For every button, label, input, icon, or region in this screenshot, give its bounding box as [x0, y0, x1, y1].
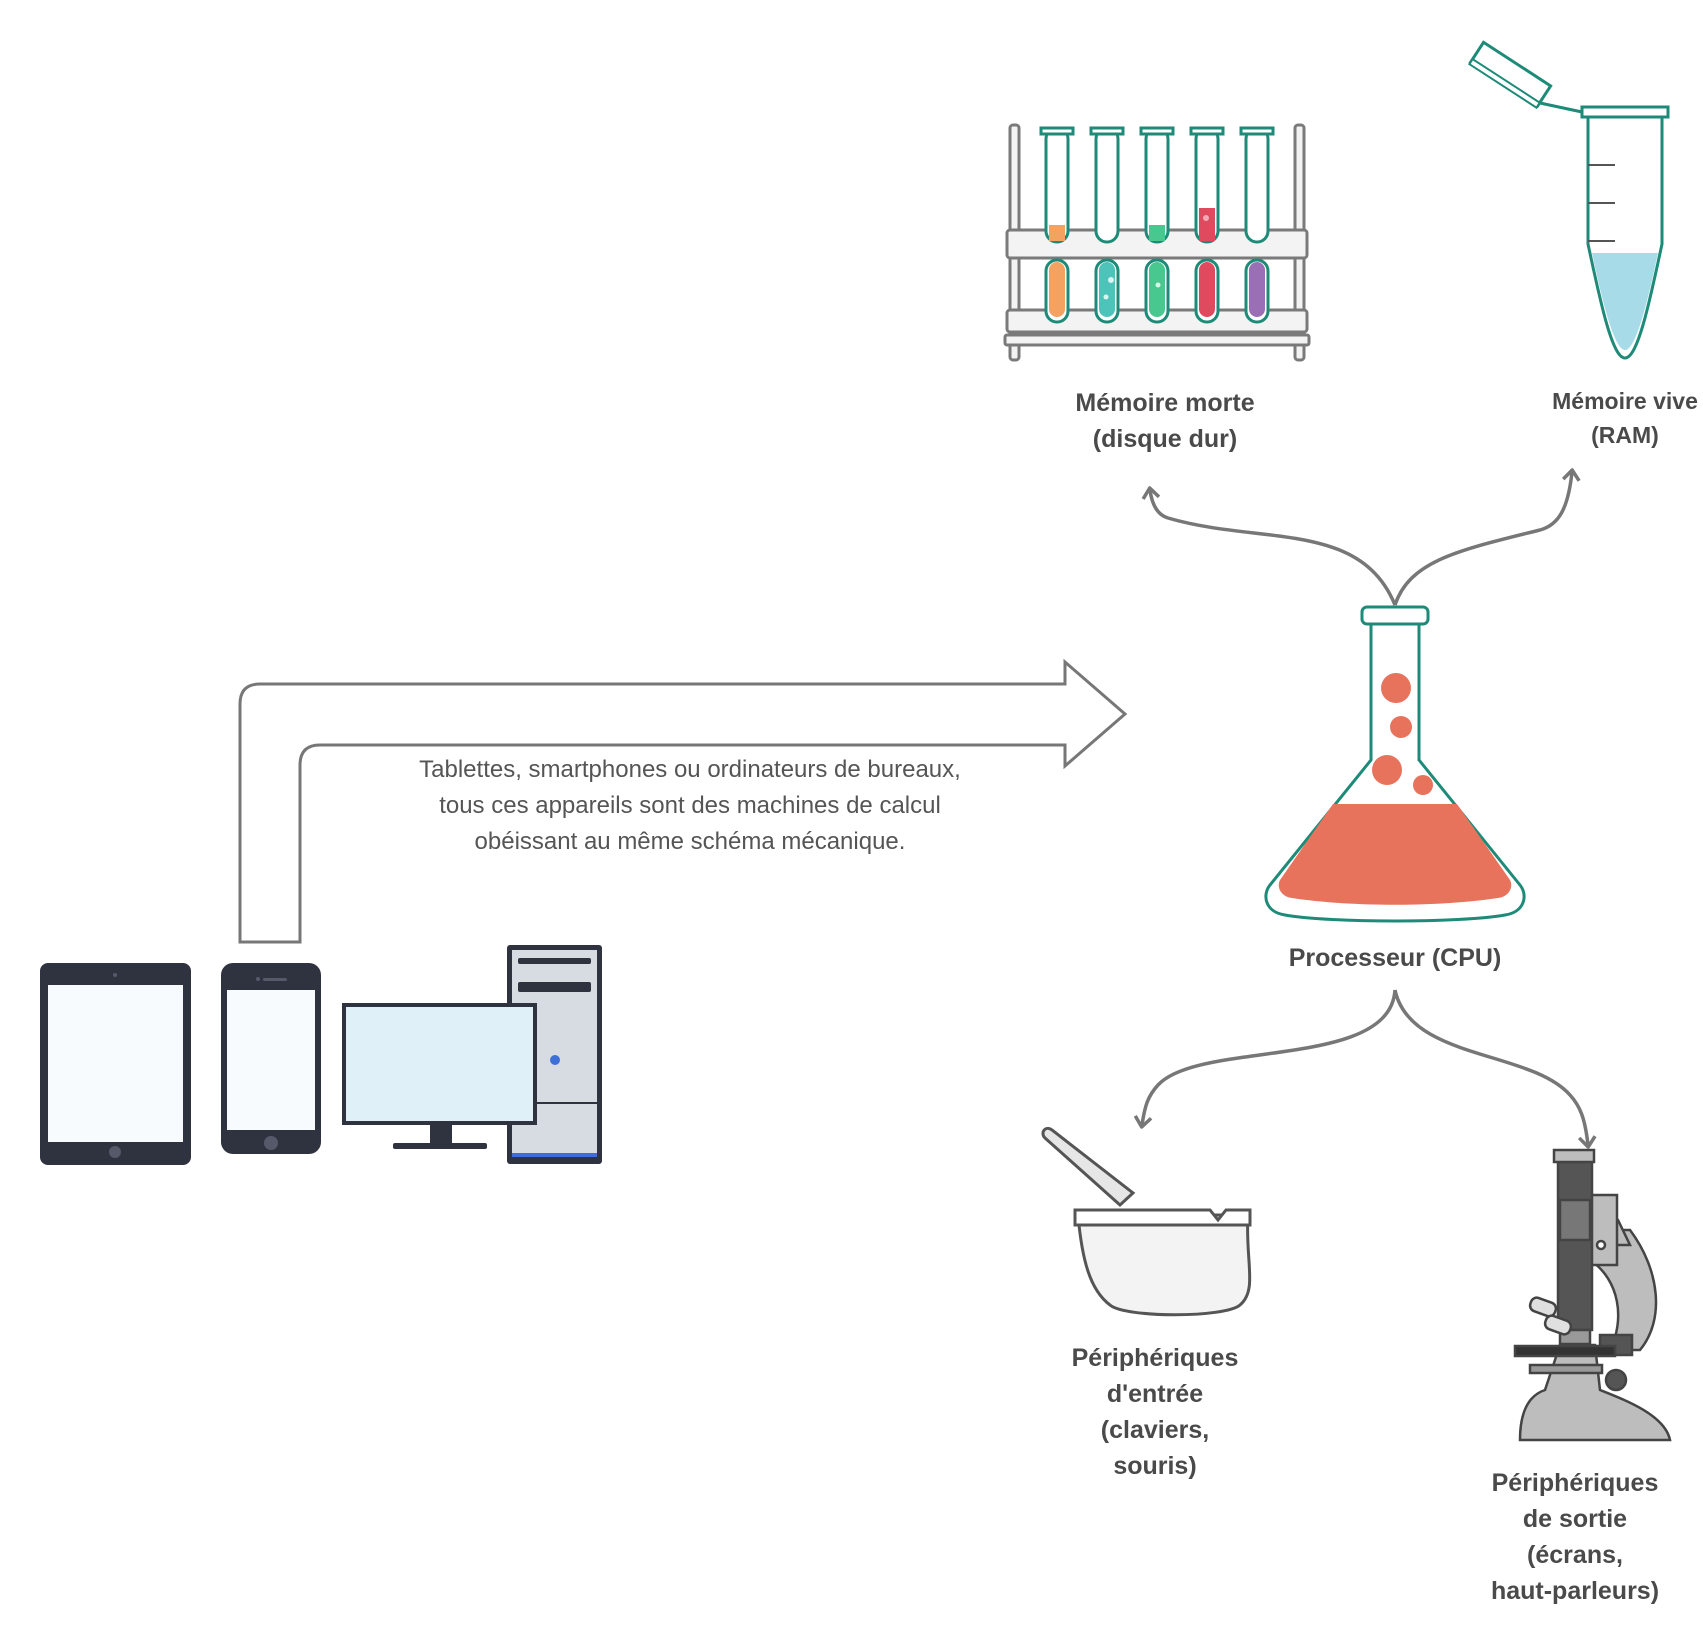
- input-label-line-4: souris): [1113, 1452, 1197, 1480]
- rom-label-line-2: (disque dur): [1092, 425, 1238, 453]
- rom-label: Mémoire morte (disque dur): [1020, 385, 1310, 457]
- cpu-to-input-arrow: [1133, 989, 1397, 1129]
- cpu-connectors: [1133, 468, 1597, 1149]
- output-label-line-3: (écrans,: [1527, 1541, 1623, 1569]
- input-label-line-1: Périphériques: [1071, 1344, 1239, 1372]
- cpu-to-rom-arrow: [1141, 486, 1397, 606]
- caption-line-2: tous ces appareils sont des machines de …: [439, 792, 941, 819]
- output-label-line-2: de sortie: [1522, 1505, 1628, 1533]
- microcentrifuge-tube-icon: [1467, 40, 1670, 360]
- rom-label-line-1: Mémoire morte: [1075, 389, 1255, 417]
- desktop-computer-icon: [342, 945, 602, 1164]
- ram-label-line-1: Mémoire vive: [1552, 388, 1698, 414]
- ram-label: Mémoire vive (RAM): [1480, 384, 1703, 452]
- devices-to-cpu-arrow: [238, 658, 1128, 944]
- ram-label-line-2: (RAM): [1591, 422, 1659, 448]
- mortar-and-pestle-icon: [1041, 1126, 1252, 1317]
- erlenmeyer-flask-icon: [1264, 605, 1526, 923]
- cpu-to-output-arrow: [1393, 989, 1597, 1149]
- devices-caption: Tablettes, smartphones ou ordinateurs de…: [340, 752, 1040, 860]
- caption-line-1: Tablettes, smartphones ou ordinateurs de…: [419, 756, 961, 783]
- test-tube-rack-icon: [1003, 123, 1311, 362]
- output-label-line-4: haut-parleurs): [1490, 1577, 1660, 1605]
- input-label: Périphériques d'entrée (claviers, souris…: [1030, 1340, 1280, 1484]
- cpu-label: Processeur (CPU): [1250, 940, 1540, 976]
- output-label-line-1: Périphériques: [1491, 1469, 1659, 1497]
- microscope-icon: [1513, 1148, 1672, 1442]
- smartphone-icon: [221, 963, 321, 1154]
- tablet-icon: [40, 963, 191, 1165]
- input-label-line-2: d'entrée: [1106, 1380, 1204, 1408]
- cpu-to-ram-arrow: [1393, 468, 1581, 606]
- caption-line-3: obéissant au même schéma mécanique.: [474, 828, 906, 855]
- input-label-line-3: (claviers,: [1100, 1416, 1210, 1444]
- cpu-label-line-1: Processeur (CPU): [1288, 944, 1502, 972]
- output-label: Périphériques de sortie (écrans, haut-pa…: [1455, 1465, 1695, 1609]
